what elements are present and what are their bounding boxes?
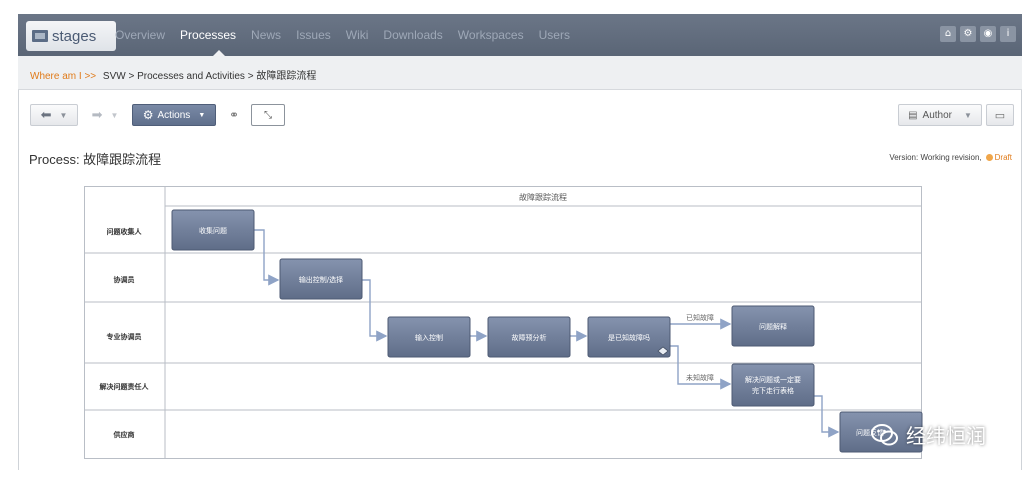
link-icon: ⚭ [228,108,240,122]
nav-news[interactable]: News [251,28,282,42]
gear-icon: ⚙ [142,108,154,122]
actions-button[interactable]: ⚙ Actions ▼ [132,104,216,126]
flow-connector [254,229,280,286]
logo[interactable]: stages [26,21,116,51]
where-am-i-label: Where am I >> [30,71,97,82]
version-info: Version: Working revision, Draft [889,153,1012,162]
arrow-right-icon: ➡ [91,107,103,122]
task-label: 是已知故障吗 [608,333,650,342]
edge-label-known: 已知故障 [686,313,714,322]
task-label: 完下走行表格 [752,386,794,395]
task-box[interactable]: 收集问题 [171,209,255,251]
settings-icon[interactable]: ⚙ [960,26,976,42]
active-tab-pointer [213,50,225,56]
nav-processes[interactable]: Processes [180,28,237,42]
wechat-icon [871,423,898,445]
pool-title: 故障跟踪流程 [519,192,567,202]
lane-label: 解决问题责任人 [100,382,150,391]
nav-downloads[interactable]: Downloads [383,28,443,42]
author-label: Author [922,109,952,121]
task-box[interactable]: 输出控制/选择 [279,258,363,300]
task-label: 故障预分析 [512,333,547,342]
breadcrumb-path[interactable]: SVW > Processes and Activities > 故障跟踪流程 [102,71,317,82]
task-label: 问题解释 [759,322,787,331]
watermark: 经纬恒润 [870,420,986,449]
home-icon[interactable]: ⌂ [940,26,956,42]
comment-button[interactable]: ▭ [986,104,1014,126]
task-box[interactable]: 问题解释 [731,305,815,347]
edge-label-unknown: 未知故障 [686,373,714,382]
document-icon: ▤ [908,109,918,121]
task-box[interactable]: 故障预分析 [487,316,571,358]
swimlane-diagram: 故障跟踪流程 问题收集人 协调员 专业协调员 解决问题责任人 供应商 已知故障 … [84,186,923,459]
link-button[interactable]: ⚭ [222,104,246,126]
flow-connector [362,279,388,342]
arrow-left-icon: ⬅ [40,107,52,122]
app-frame [18,14,1022,470]
author-dropdown[interactable]: ▤ Author ▼ [898,104,982,126]
task-label: 收集问题 [199,226,227,235]
actions-label: Actions [157,109,191,121]
decision-diamond-icon [657,346,669,356]
nav-issues[interactable]: Issues [296,28,331,42]
nav-wiki[interactable]: Wiki [345,28,369,42]
eye-icon[interactable]: ◉ [980,26,996,42]
stages-logo-icon [32,30,48,42]
lane-label: 供应商 [113,430,135,439]
task-label: 输出控制/选择 [299,275,343,284]
logo-text: stages [52,27,97,45]
top-nav: stages Overview Processes News Issues Wi… [18,14,1022,56]
task-label: 输入控制 [415,333,443,342]
info-icon[interactable]: i [1000,26,1016,42]
fullscreen-button[interactable]: ⤡ [251,104,285,126]
chevron-down-icon: ▼ [59,110,68,120]
task-label: 问题反馈 [856,428,884,437]
breadcrumb-bar: Where am I >> SVW > Processes and Activi… [18,56,1022,90]
draft-status-icon [985,154,993,161]
nav-workspaces[interactable]: Workspaces [457,28,524,42]
chevron-down-icon: ▼ [964,110,972,120]
forward-button[interactable]: ➡ ▼ [82,104,128,126]
chevron-down-icon: ▼ [110,110,119,120]
breadcrumb: Where am I >> SVW > Processes and Activi… [30,67,316,82]
watermark-text: 经纬恒润 [906,424,986,448]
draft-badge[interactable]: Draft [994,153,1012,162]
chevron-down-icon: ▼ [198,111,206,119]
flow-connector [814,395,840,438]
lane-label: 协调员 [114,275,135,284]
nav-users[interactable]: Users [538,28,570,42]
decision-box[interactable]: 是已知故障吗 [587,316,671,358]
task-label: 解决问题或一定要 [745,375,801,384]
back-button[interactable]: ⬅ ▼ [30,104,78,126]
comment-icon: ▭ [994,109,1006,122]
version-text: Version: Working revision, [889,153,982,162]
lane-label: 问题收集人 [107,227,143,236]
task-box[interactable]: 输入控制 [387,316,471,358]
nav-overview[interactable]: Overview [115,28,166,42]
lane-label: 专业协调员 [107,332,142,341]
page-title: Process: 故障跟踪流程 [29,152,162,167]
task-box[interactable]: 问题反馈 [839,411,923,453]
task-box[interactable]: 解决问题或一定要 完下走行表格 [731,363,815,407]
expand-icon: ⤡ [264,109,272,121]
flow-connector-unknown [670,345,732,390]
